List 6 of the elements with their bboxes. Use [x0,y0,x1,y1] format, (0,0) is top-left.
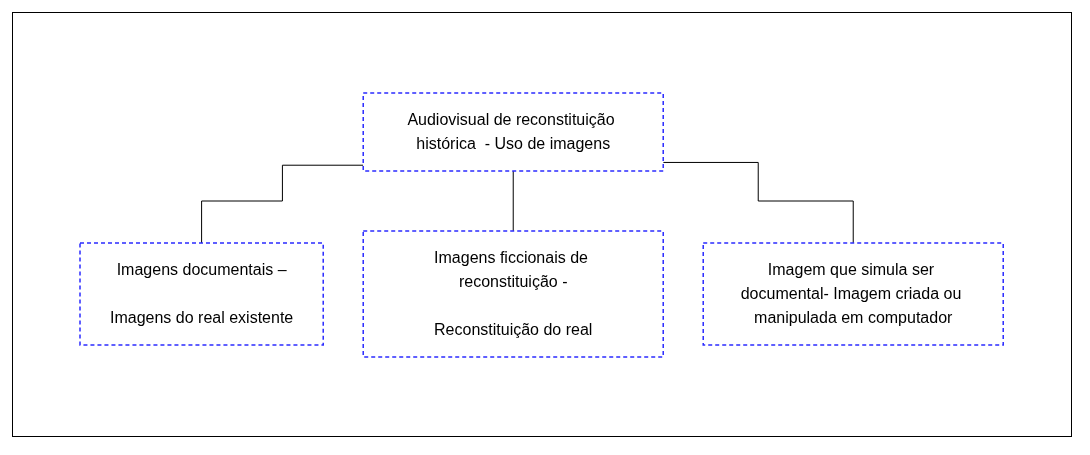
connector [513,170,515,231]
node-box: Audiovisual de reconstituição histórica - Uso de imagens [362,91,665,172]
node-box: Imagens documentais – Imagens do real existente [79,241,325,346]
node-box: Imagens ficcionais de reconstituição - Reconstituição do real [362,229,665,358]
connector [663,161,855,243]
node-box: Imagem que simula ser documental- Imagem criada ou manipulada em computador [702,241,1005,346]
